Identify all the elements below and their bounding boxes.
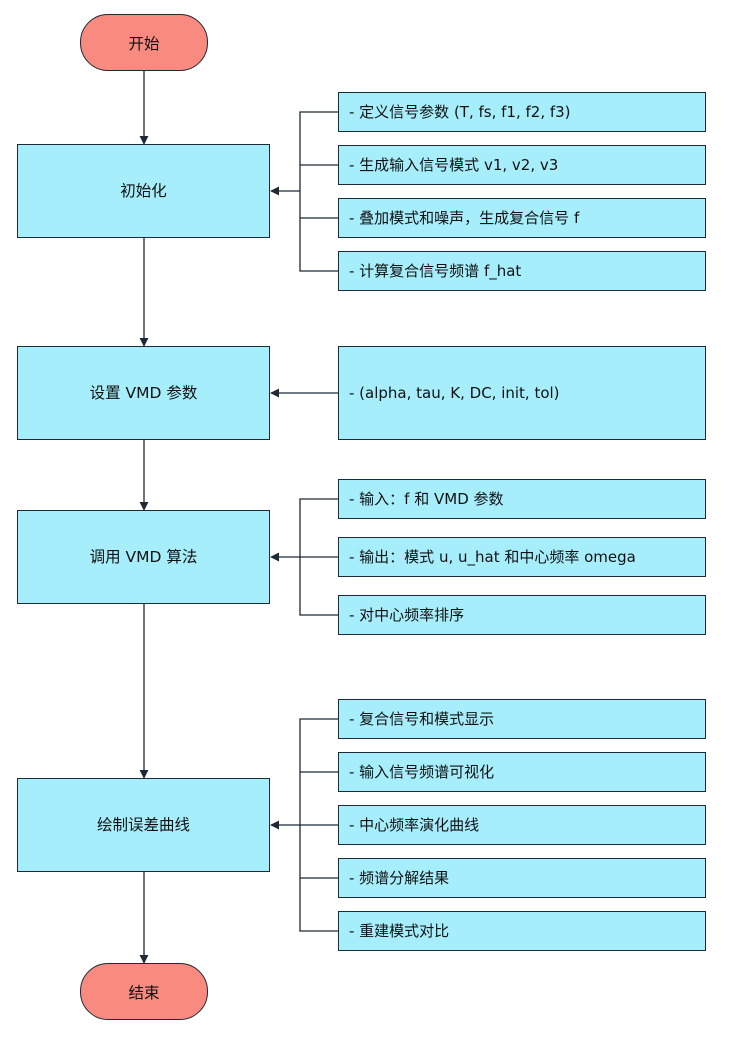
step-set-vmd-params: 设置 VMD 参数: [17, 346, 270, 440]
end-node: 结束: [80, 963, 208, 1020]
detail-init-1: - 定义信号参数 (T, fs, f1, f2, f3): [338, 92, 706, 132]
detail-plot-3: - 中心频率演化曲线: [338, 805, 706, 845]
detail-init-3: - 叠加模式和噪声，生成复合信号 f: [338, 198, 706, 238]
detail-plot-5: - 重建模式对比: [338, 911, 706, 951]
detail-vmd-1: - 输入：f 和 VMD 参数: [338, 479, 706, 519]
detail-plot-1: - 复合信号和模式显示: [338, 699, 706, 739]
step-call-vmd: 调用 VMD 算法: [17, 510, 270, 604]
bracket-init: [299, 111, 338, 272]
step-plot-error-curves: 绘制误差曲线: [17, 778, 270, 872]
step-initialize: 初始化: [17, 144, 270, 238]
start-node: 开始: [80, 14, 208, 71]
detail-plot-4: - 频谱分解结果: [338, 858, 706, 898]
detail-plot-2: - 输入信号频谱可视化: [338, 752, 706, 792]
detail-init-4: - 计算复合信号频谱 f_hat: [338, 251, 706, 291]
detail-params-1: - (alpha, tau, K, DC, init, tol): [338, 346, 706, 440]
detail-vmd-3: - 对中心频率排序: [338, 595, 706, 635]
detail-init-2: - 生成输入信号模式 v1, v2, v3: [338, 145, 706, 185]
detail-vmd-2: - 输出：模式 u, u_hat 和中心频率 omega: [338, 537, 706, 577]
